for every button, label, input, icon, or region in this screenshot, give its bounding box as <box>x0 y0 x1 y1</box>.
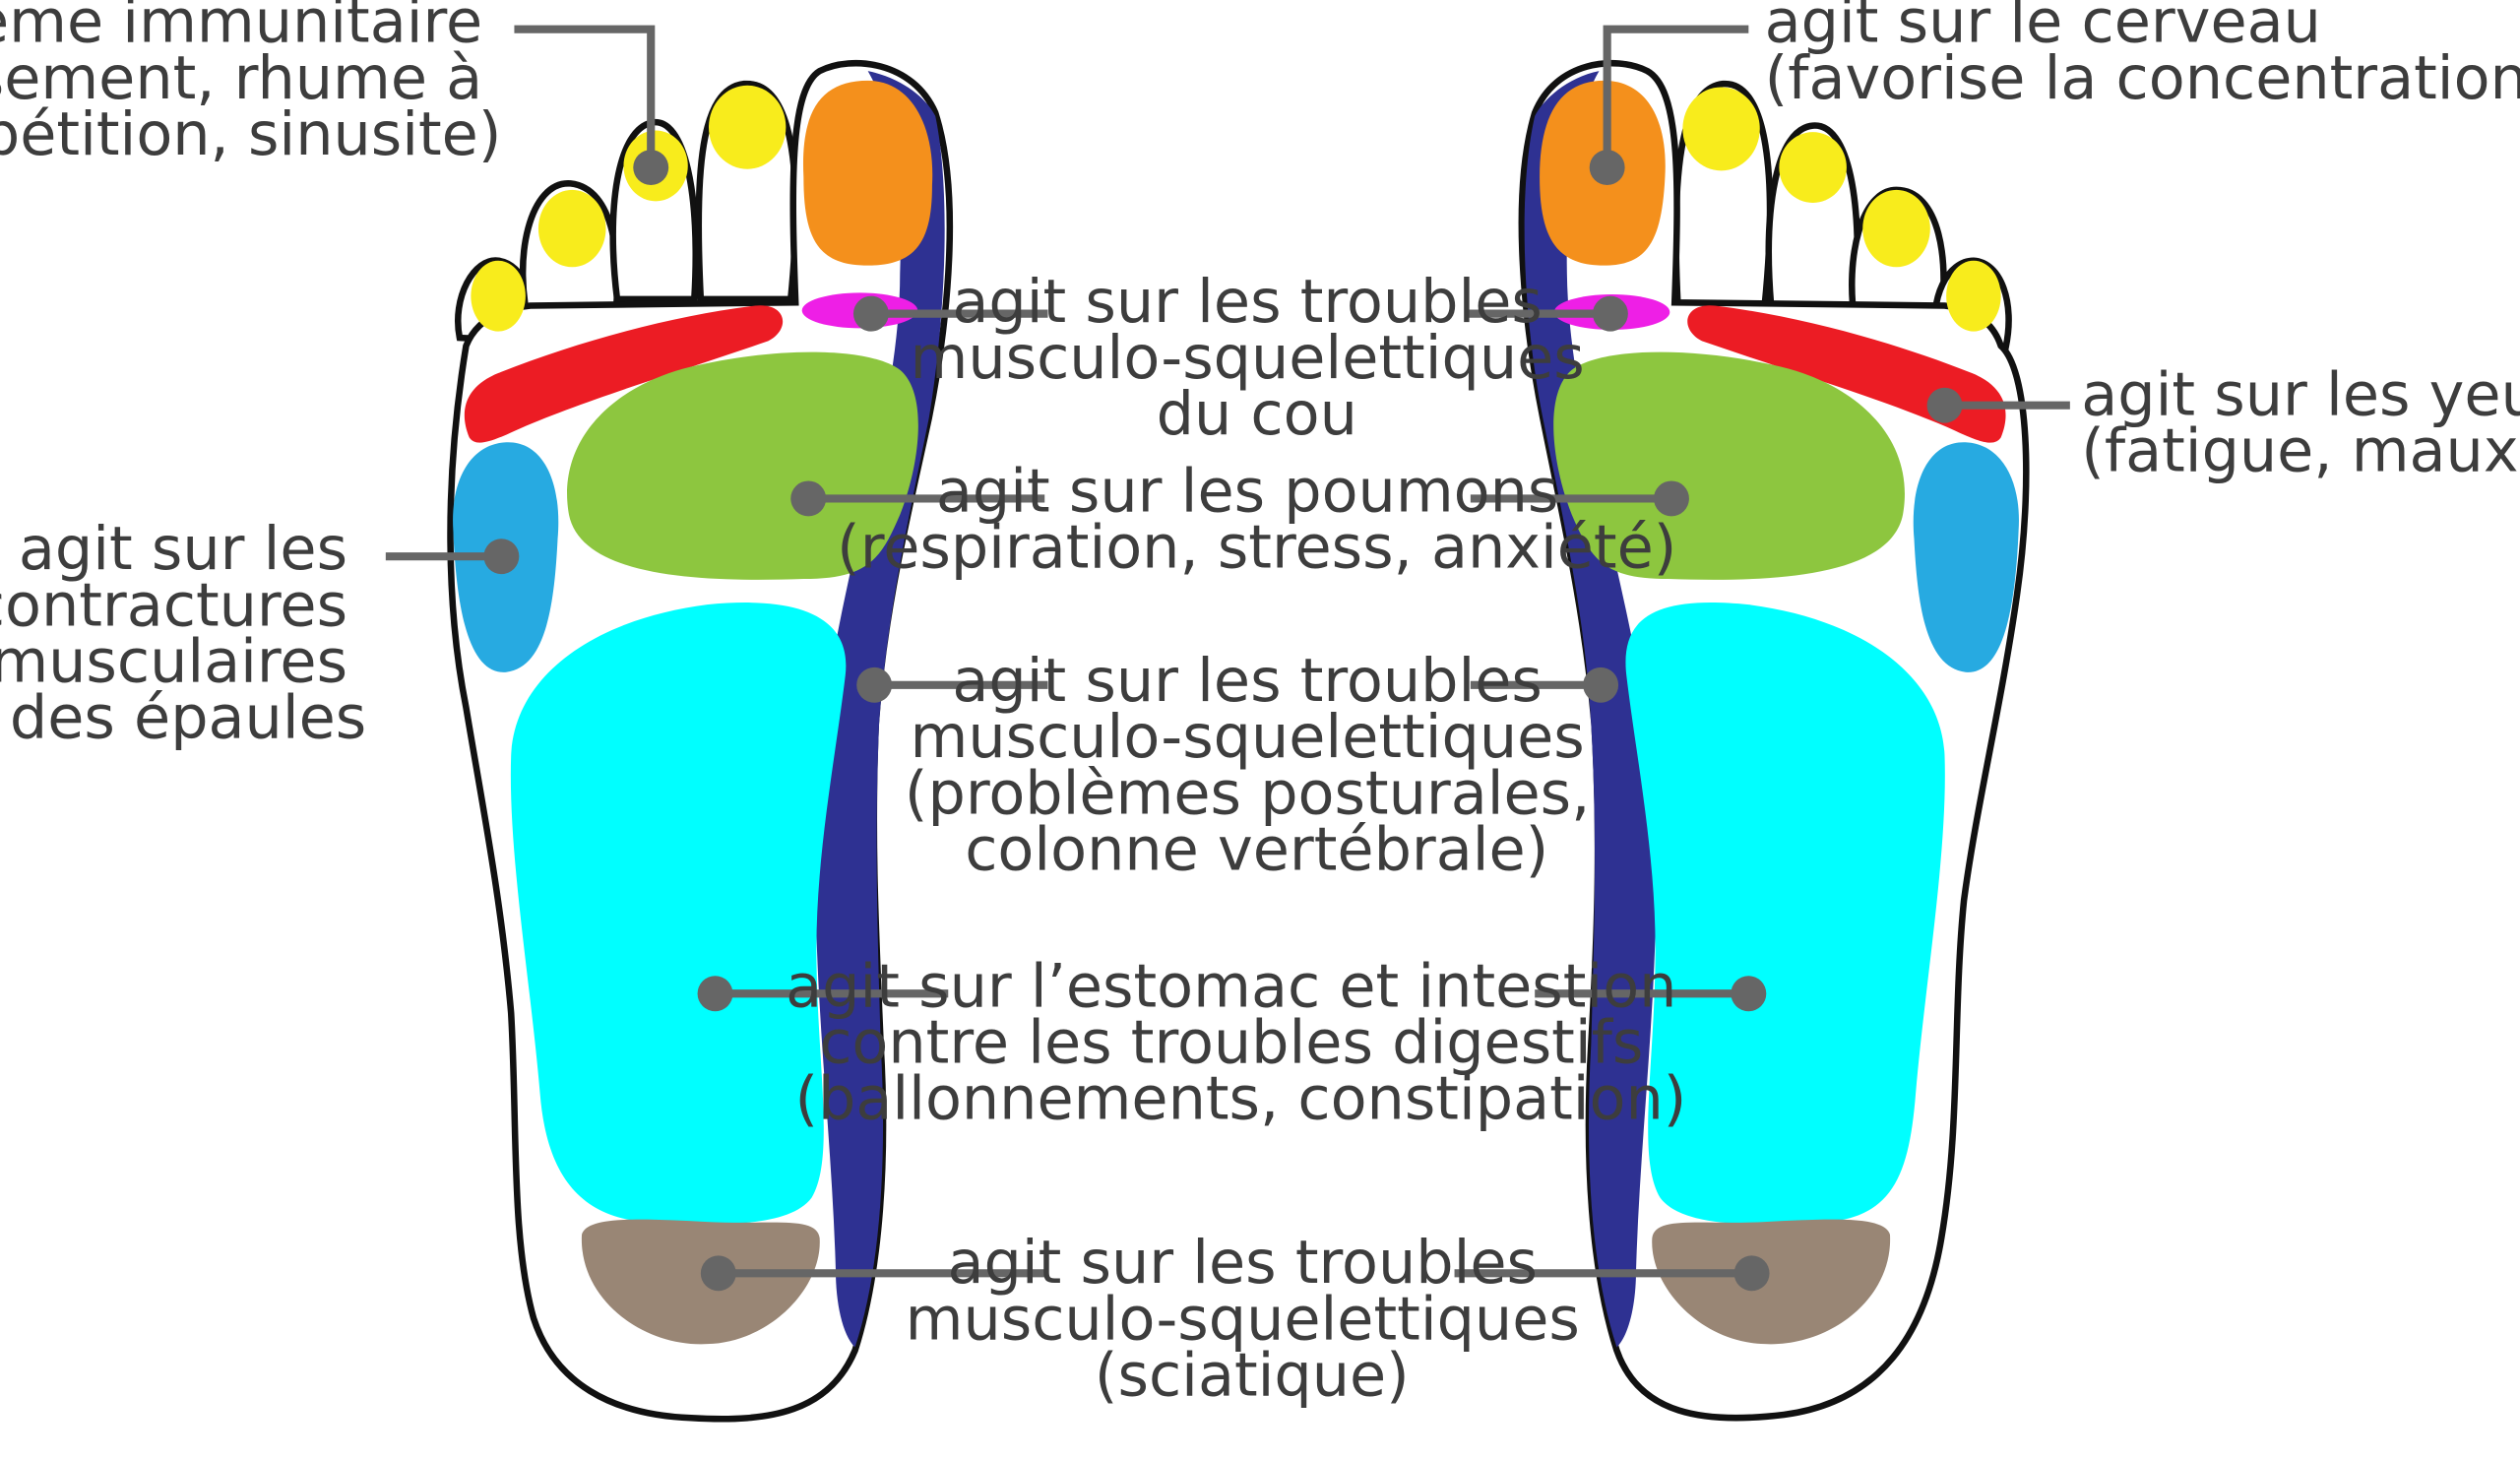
leader-digestive-left-dot <box>697 976 733 1012</box>
right-foot-lungs-zone <box>1553 351 1905 580</box>
left-foot-toe-4-zone <box>537 189 606 268</box>
leader-sciatic-left-dot <box>700 1255 736 1292</box>
right-foot-spine-zone <box>1524 71 1657 1348</box>
right-foot-sciatic-zone <box>1652 1219 1891 1345</box>
left-foot-lungs-zone <box>567 351 918 580</box>
left-foot-sciatic-zone <box>581 1219 820 1345</box>
leader-lungs-left-dot <box>790 480 827 517</box>
label-digestive: agit sur l’estomac et intestion contre l… <box>786 952 1695 1133</box>
leader-sciatic-right-dot <box>1733 1255 1770 1292</box>
leader-spine-left-dot <box>856 667 893 703</box>
leader-brain-dot <box>1589 150 1625 186</box>
left-foot-toe-5-zone <box>471 260 526 332</box>
right-foot-eyes-zone <box>1687 305 2006 443</box>
right-foot-shoulders-zone <box>1913 442 2019 672</box>
right-foot-toe-4-zone <box>1862 189 1930 268</box>
left-foot-eyes-zone <box>464 305 784 443</box>
label-eyes: agit sur les yeux (fatigue, maux de tête… <box>2081 361 2520 486</box>
right-foot <box>1518 59 2030 1422</box>
labels: agit système immunitaire (refroidissemen… <box>0 0 2520 1410</box>
leader-neck-left-dot <box>852 295 889 332</box>
label-lungs: agit sur les poumons (respiration, stres… <box>837 457 1676 582</box>
leader-lungs-right-dot <box>1654 480 1689 517</box>
right-foot-toe-2-zone <box>1682 87 1760 171</box>
leader-lines <box>385 25 2070 1292</box>
label-shoulders: agit sur les contractures musculaires de… <box>0 515 366 752</box>
leader-neck-right-dot <box>1592 295 1628 332</box>
label-sciatic: agit sur les troubles musculo-squelettiq… <box>906 1229 1599 1410</box>
left-foot-brain-zone <box>802 80 933 266</box>
leader-shoulders-dot <box>483 539 520 575</box>
label-immune: agit système immunitaire (refroidissemen… <box>0 0 501 169</box>
leader-immune-dot <box>633 150 669 186</box>
left-foot-toe-2-zone <box>709 85 787 169</box>
right-foot-toe-5-zone <box>1946 260 2001 332</box>
left-foot-digestive-zone <box>510 603 847 1225</box>
leader-brain <box>1603 25 1749 161</box>
leader-eyes-dot <box>1926 387 1963 423</box>
leader-digestive-right-dot <box>1731 976 1767 1012</box>
leader-immune <box>514 25 656 161</box>
leader-spine-right-dot <box>1583 667 1619 703</box>
right-foot-digestive-zone <box>1625 603 1945 1225</box>
label-spine: agit sur les troubles musculo-squelettiq… <box>905 647 1609 884</box>
label-brain: agit sur le cerveau (favorise la concent… <box>1765 0 2520 113</box>
left-foot <box>447 59 954 1423</box>
label-neck: agit sur les troubles musculo-squelettiq… <box>911 268 1604 449</box>
right-foot-toe-3-zone <box>1779 132 1847 203</box>
